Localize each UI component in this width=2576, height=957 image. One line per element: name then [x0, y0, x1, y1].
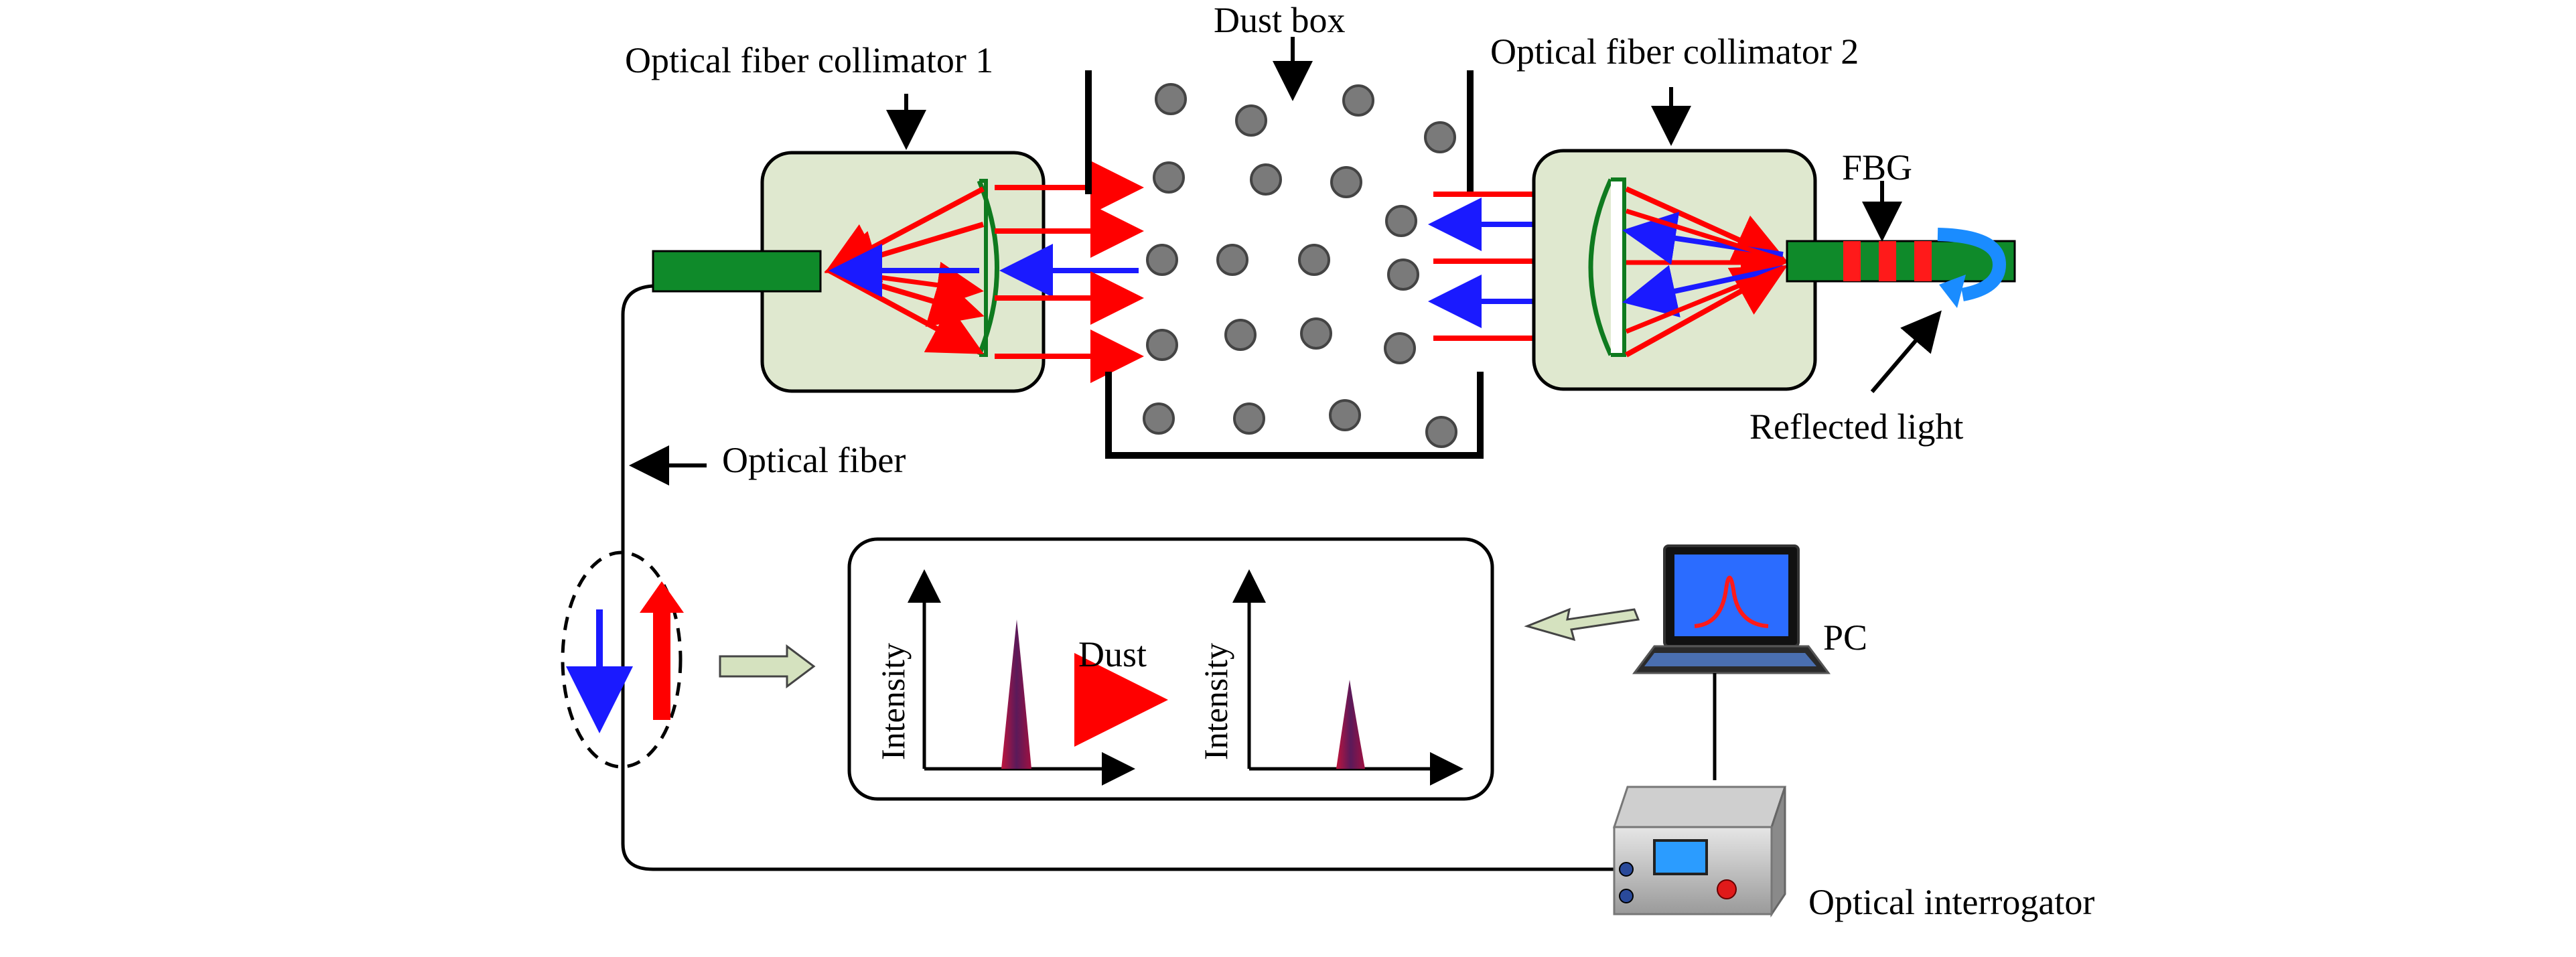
hollow-arrow-left — [1524, 607, 1640, 642]
fbg-fiber — [1786, 181, 2016, 393]
interrogator-icon — [1612, 786, 1787, 917]
label-pc: PC — [1823, 617, 1867, 658]
lens-icon — [977, 179, 999, 357]
label-optical-fiber: Optical fiber — [722, 440, 906, 480]
dust-box — [1085, 37, 1484, 459]
spectrum-peak-icon — [1336, 680, 1365, 769]
label-dust: Dust — [1078, 634, 1147, 674]
hollow-arrow-right — [719, 644, 816, 688]
spectrum-peak-icon — [1001, 619, 1031, 769]
label-reflected-light: Reflected light — [1749, 407, 1963, 447]
label-intensity-after: Intensity — [1197, 643, 1234, 760]
optical-fiber-cable — [621, 284, 1614, 871]
beams-left — [995, 161, 1144, 383]
label-fbg: FBG — [1842, 147, 1912, 188]
optical-fiber-collimator-1 — [652, 151, 1046, 393]
signal-direction-indicator — [561, 550, 684, 769]
optical-fiber-collimator-2 — [1532, 149, 1817, 391]
label-collimator-1: Optical fiber collimator 1 — [625, 40, 993, 80]
dust-particles — [1143, 83, 1457, 448]
label-collimator-2: Optical fiber collimator 2 — [1490, 31, 1859, 72]
label-optical-interrogator: Optical interrogator — [1808, 882, 2094, 922]
label-dust-box: Dust box — [1214, 0, 1346, 40]
spectra-panel — [847, 537, 1494, 801]
pc-icon — [1632, 544, 1831, 780]
label-intensity-before: Intensity — [874, 643, 912, 760]
